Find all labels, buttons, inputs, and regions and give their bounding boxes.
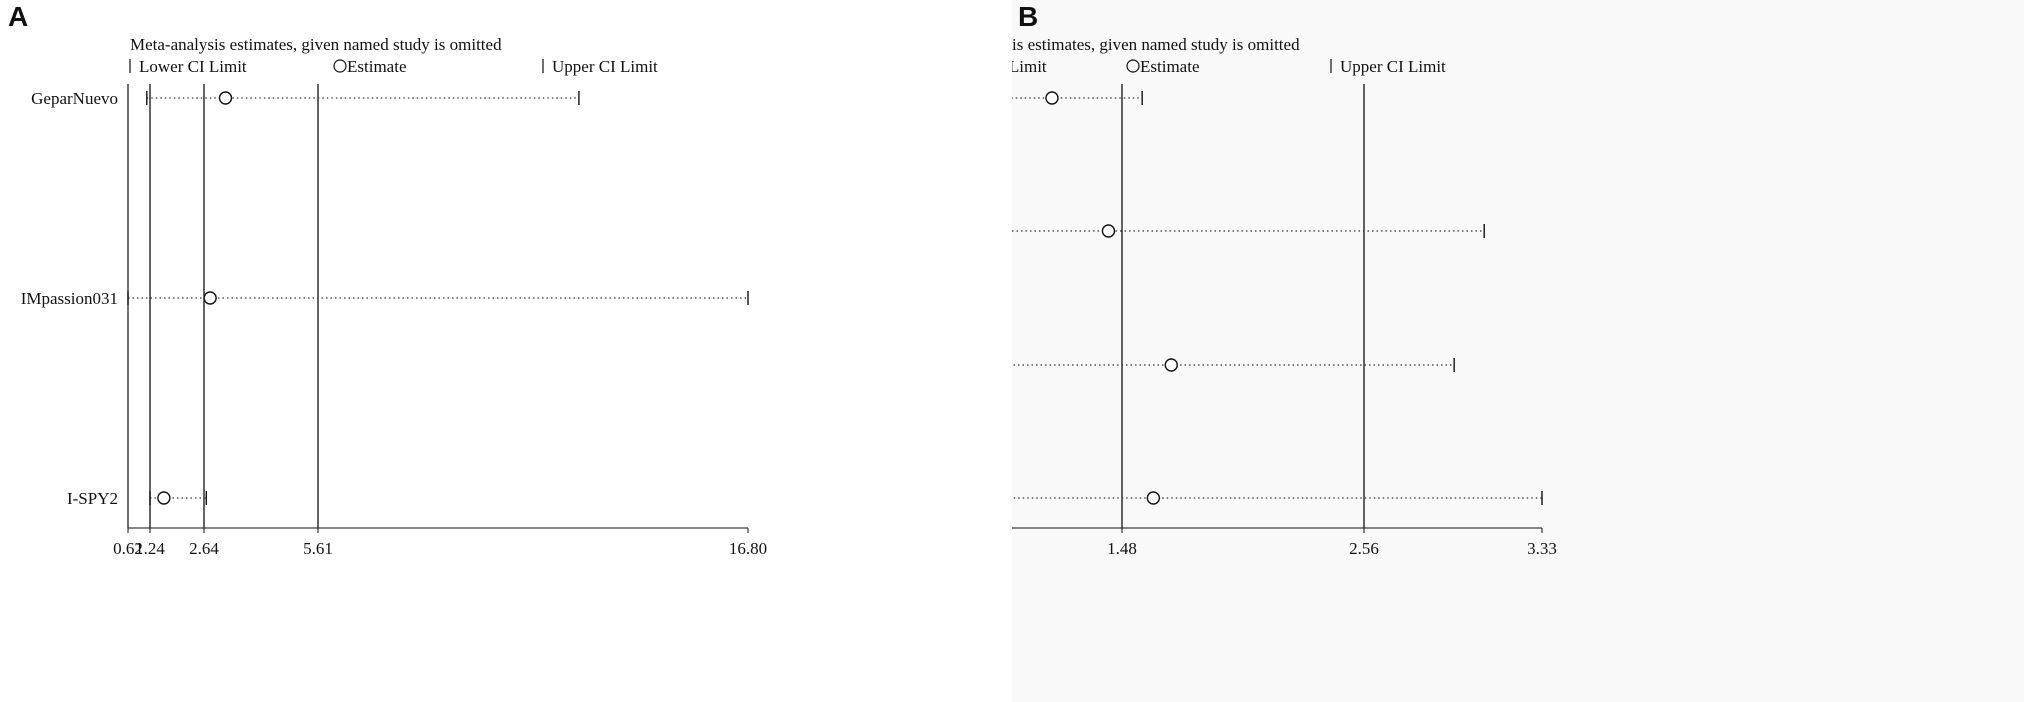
study-name: GeparNuevo xyxy=(31,89,118,108)
estimate-point xyxy=(203,291,217,305)
legend-estimate-label: Estimate xyxy=(347,57,406,76)
legend-upper-label: Upper CI Limit xyxy=(552,57,658,76)
chart-title: Meta-analysis estimates, given named stu… xyxy=(1012,35,1300,54)
legend-upper-label: Upper CI Limit xyxy=(1340,57,1446,76)
x-tick-label: 2.64 xyxy=(189,539,219,558)
chart-title: Meta-analysis estimates, given named stu… xyxy=(130,35,502,54)
study-name: I-SPY2 xyxy=(67,489,118,508)
x-tick-label: 16.80 xyxy=(729,539,767,558)
study-name: IMpassion031 xyxy=(21,289,118,308)
x-tick-label: 1.48 xyxy=(1107,539,1137,558)
estimate-point xyxy=(1101,224,1116,238)
forest-plot-b: B Meta-analysis estimates, given named st… xyxy=(1012,1,1557,558)
x-tick-label: 5.61 xyxy=(303,539,333,558)
x-tick-label: 1.24 xyxy=(135,539,165,558)
panel-a: A Meta-analysis estimates, given named st… xyxy=(8,1,768,558)
legend-lower-label: Lower CI Limit xyxy=(139,57,247,76)
legend-lower-label: Lower CI Limit xyxy=(1012,57,1047,76)
estimate-point xyxy=(1146,491,1161,505)
estimate-point xyxy=(1045,91,1059,105)
panel-b: B Meta-analysis estimates, given named st… xyxy=(1012,0,2024,702)
legend-estimate-marker xyxy=(1126,59,1140,73)
estimate-point xyxy=(1164,358,1178,372)
forest-plot-a: A Meta-analysis estimates, given named st… xyxy=(8,1,767,558)
panel-label: B xyxy=(1018,1,1038,32)
x-tick-label: 0.62 xyxy=(113,539,143,558)
estimate-point xyxy=(157,491,171,505)
panel-label: A xyxy=(8,1,28,32)
x-tick-label: 2.56 xyxy=(1349,539,1379,558)
legend-estimate-marker xyxy=(333,59,347,73)
x-tick-label: 3.33 xyxy=(1527,539,1557,558)
estimate-point xyxy=(218,91,233,105)
legend-estimate-label: Estimate xyxy=(1140,57,1199,76)
